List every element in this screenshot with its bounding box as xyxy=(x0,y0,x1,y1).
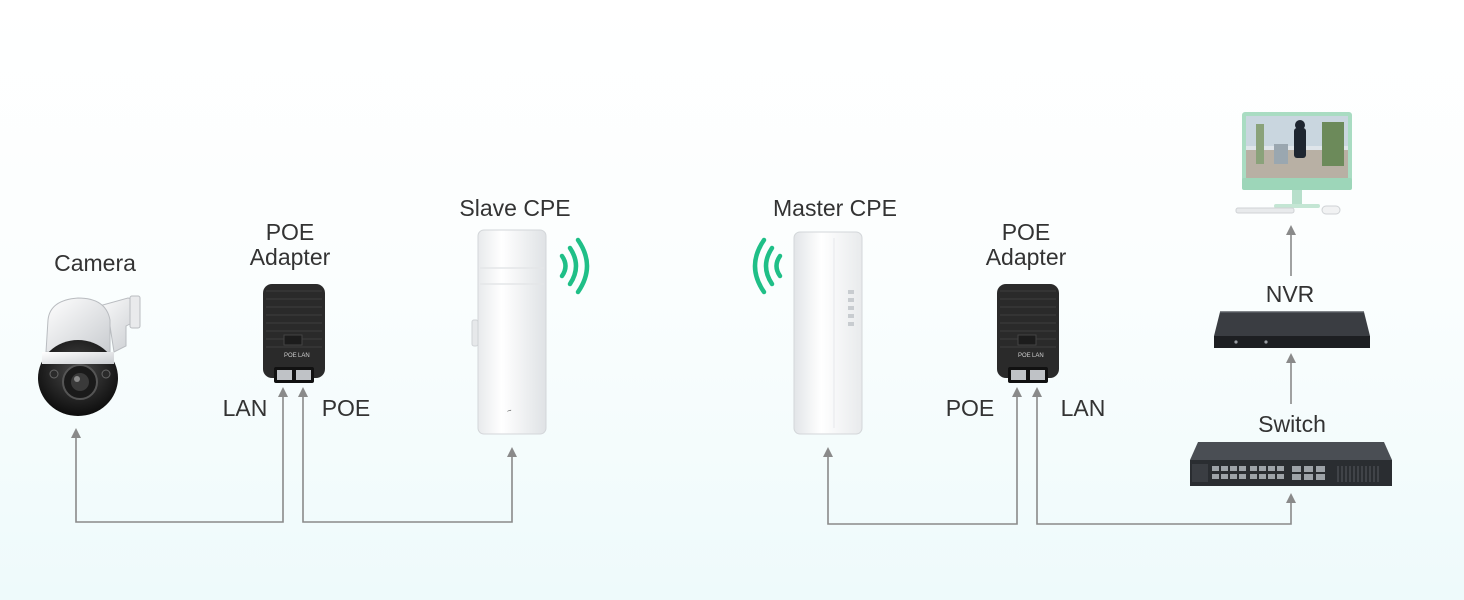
master-cpe-icon xyxy=(793,231,863,435)
svg-text:~: ~ xyxy=(506,406,514,416)
wire-master-cpe-to-adapter-poe xyxy=(823,387,1022,525)
wire-adapter-lan-to-switch xyxy=(1032,387,1296,525)
monitor-icon xyxy=(1235,112,1352,215)
switch-label: Switch xyxy=(1258,411,1326,437)
nvr-icon xyxy=(1214,311,1370,348)
poe-adapter-right-label-line2: Adapter xyxy=(985,244,1067,270)
adapter-left-port-poe-text: POE xyxy=(284,353,297,359)
nvr-label: NVR xyxy=(1265,281,1315,307)
wire-adapter-poe-to-slave-cpe xyxy=(298,387,517,523)
poe-adapter-right-icon: POE LAN xyxy=(997,284,1059,383)
poe-adapter-left-label-line1: POE xyxy=(265,219,315,245)
lan-right-label: LAN xyxy=(1060,395,1106,421)
camera-label: Camera xyxy=(54,250,136,276)
adapter-right-port-lan-text: LAN xyxy=(1032,353,1044,359)
adapter-left-port-lan-text: LAN xyxy=(298,353,310,359)
master-cpe-label: Master CPE xyxy=(773,195,897,221)
slave-wifi-signal-icon xyxy=(559,237,590,295)
poe-adapter-left-icon: POE LAN xyxy=(263,284,325,383)
poe-adapter-right-label-line1: POE xyxy=(1001,219,1051,245)
network-switch-icon xyxy=(1190,442,1392,486)
master-wifi-signal-icon xyxy=(752,237,783,295)
ptz-camera-icon xyxy=(38,295,141,416)
wire-camera-to-adapter-lan xyxy=(71,387,288,523)
slave-cpe-icon: ~ xyxy=(471,229,547,435)
poe-adapter-left-label-line2: Adapter xyxy=(249,244,331,270)
poe-left-label: POE xyxy=(321,395,371,421)
poe-right-label: POE xyxy=(945,395,995,421)
lan-left-label: LAN xyxy=(222,395,268,421)
slave-cpe-label: Slave CPE xyxy=(459,195,571,221)
adapter-right-port-poe-text: POE xyxy=(1018,353,1031,359)
